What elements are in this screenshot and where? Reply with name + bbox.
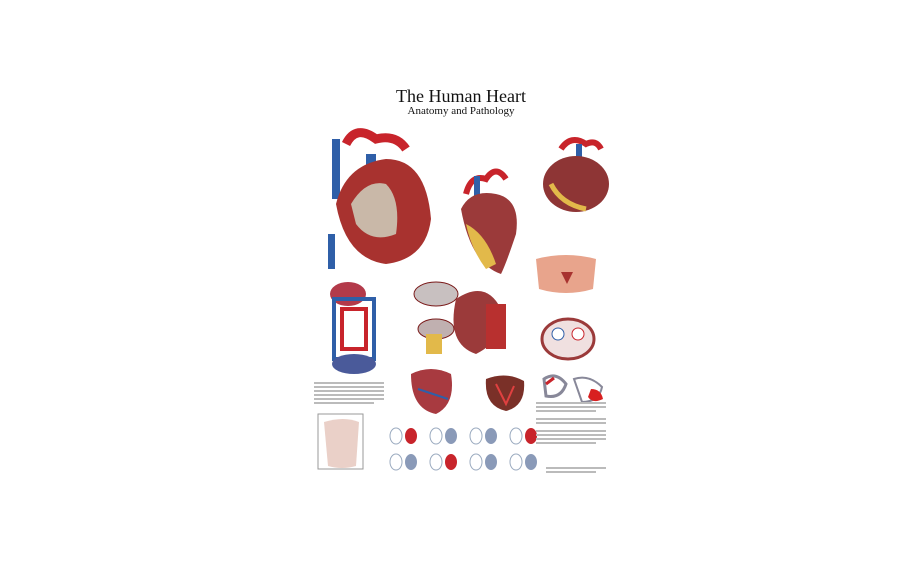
heart-anatomy-poster: The Human Heart Anatomy and Pathology: [306, 84, 616, 486]
fine-print-text-blocks: [314, 382, 606, 473]
valve-plane-illustration: [540, 317, 596, 361]
circulation-illustration: [330, 282, 376, 374]
coronary-illustration: [413, 281, 506, 354]
poster-illustrations: [314, 128, 609, 473]
heart-section-illustration: [328, 128, 431, 269]
heart-vessels-illustration: [411, 369, 452, 414]
heart-position-torso: [536, 255, 596, 293]
conduction-system-illustration: [485, 375, 525, 411]
heart-anterior-illustration: [461, 168, 517, 274]
ecg-torso-illustration: [317, 413, 364, 470]
pathology-illustration: [542, 374, 604, 404]
poster-subtitle: Anatomy and Pathology: [407, 105, 515, 117]
heart-posterior-illustration: [543, 137, 609, 212]
poster-title: The Human Heart: [396, 86, 526, 106]
ecg-sequence-illustration: [389, 427, 537, 471]
